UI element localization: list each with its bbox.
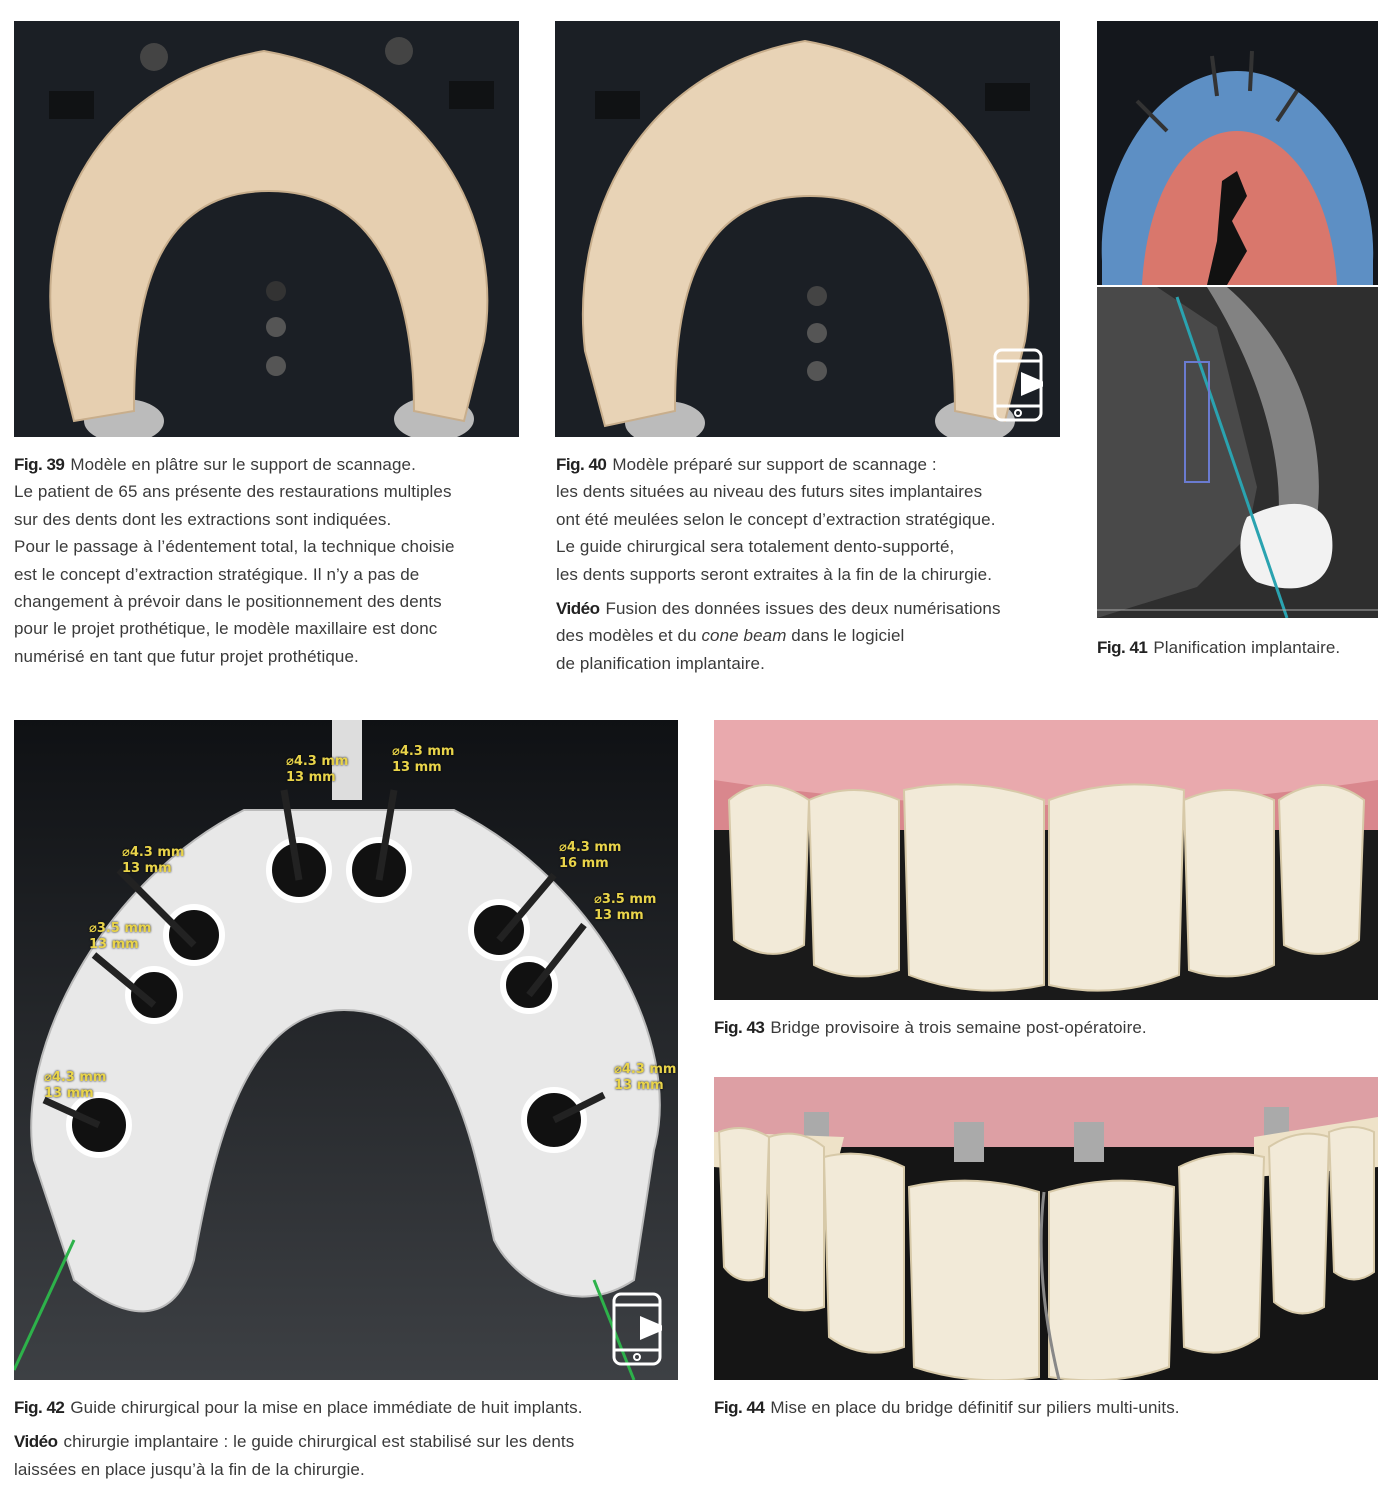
fig41-cone-beam-section bbox=[1097, 287, 1378, 618]
figure-number: Fig. 40 bbox=[556, 455, 607, 474]
fig41-implant-planning-scan bbox=[1097, 21, 1378, 285]
fig39-plaster-model-photo bbox=[14, 21, 519, 437]
fig44-definitive-bridge-photo bbox=[714, 1077, 1378, 1380]
fig43-provisional-bridge-photo bbox=[714, 720, 1378, 1000]
mobile-video-play-icon[interactable] bbox=[612, 1292, 662, 1366]
fig40-prepared-model-photo bbox=[555, 21, 1060, 437]
figure-number: Fig. 39 bbox=[14, 455, 65, 474]
mobile-video-play-icon[interactable] bbox=[993, 348, 1043, 422]
